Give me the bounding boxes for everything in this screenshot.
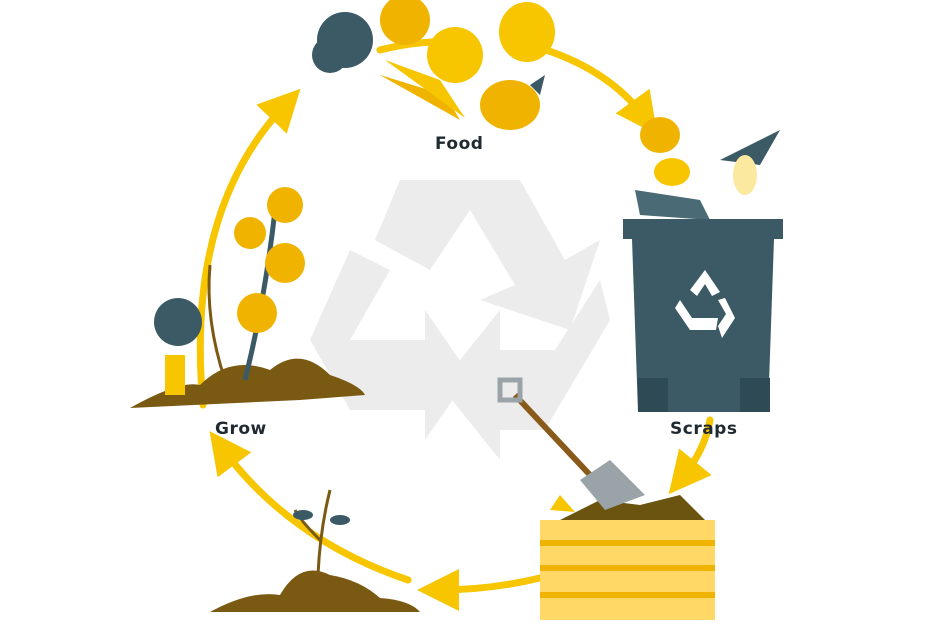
bin-recycle-icon	[675, 270, 735, 338]
recycle-symbol-icon	[310, 180, 610, 460]
scraps-illustration	[635, 117, 780, 220]
cycle-arrows	[196, 38, 714, 611]
shovel-icon	[497, 377, 645, 510]
arrow-scraps-to-compost	[668, 416, 714, 495]
sprout-illustration	[210, 489, 420, 612]
arrow-grow-to-food	[196, 88, 301, 409]
food-illustration	[312, 0, 555, 130]
label-scraps: Scraps	[670, 419, 738, 439]
grow-illustration	[130, 187, 365, 408]
label-food: Food	[435, 134, 484, 154]
arrow-sprout-to-grow	[209, 431, 412, 584]
compost-crate	[540, 495, 715, 620]
label-grow: Grow	[215, 419, 267, 439]
recycling-bin	[623, 219, 783, 412]
arrow-compost-to-sprout	[417, 568, 544, 611]
arrow-food-to-scraps	[536, 44, 658, 135]
